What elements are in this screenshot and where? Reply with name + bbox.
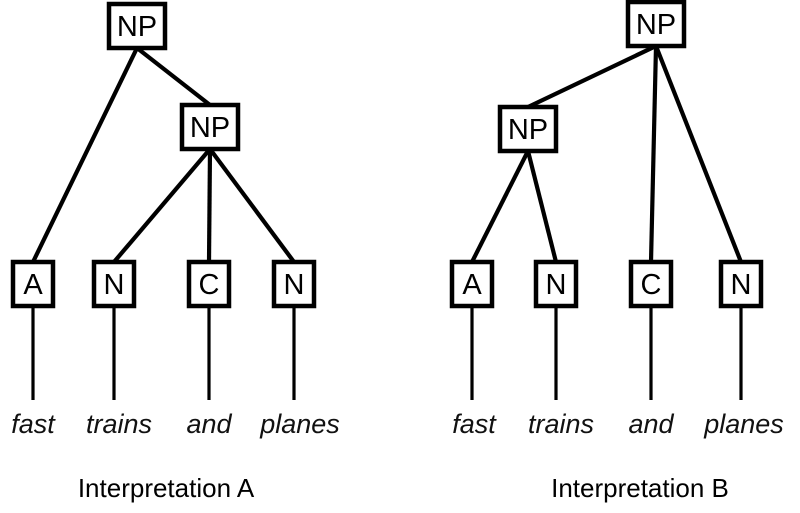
tree-node-a-np-inner[interactable]: NP xyxy=(179,102,241,152)
word-b-word-and: and xyxy=(628,409,674,439)
node-box-a-np-inner xyxy=(179,102,241,152)
node-box-b-np-inner xyxy=(497,104,559,154)
node-box-b-pos-n1 xyxy=(533,259,579,309)
tree-node-b-pos-a[interactable]: A xyxy=(449,259,495,309)
word-a-word-fast: fast xyxy=(11,409,56,439)
word-b-word-fast: fast xyxy=(452,409,497,439)
tree-edge-b-np-root-to-b-np-inner xyxy=(527,44,657,109)
caption-interpretation-a: Interpretation A xyxy=(78,473,255,503)
tree-edge-a-np-root-to-a-pos-a xyxy=(31,47,139,263)
node-label-b-np-root: NP xyxy=(636,9,676,41)
tree-node-b-pos-c[interactable]: C xyxy=(628,259,674,309)
node-label-b-pos-c: C xyxy=(641,269,662,301)
node-label-b-pos-a: A xyxy=(462,269,482,301)
node-label-a-pos-a: A xyxy=(23,269,43,301)
tree-edge-b-np-root-to-b-pos-c xyxy=(648,45,659,263)
word-a-word-and: and xyxy=(186,409,232,439)
node-label-a-pos-n2: N xyxy=(284,269,305,301)
tree-node-b-np-root[interactable]: NP xyxy=(625,0,687,49)
tree-node-b-pos-n1[interactable]: N xyxy=(533,259,579,309)
tree-edge-a-np-root-to-a-np-inner xyxy=(135,46,212,107)
word-a-word-trains: trains xyxy=(86,409,152,439)
node-box-a-pos-n1 xyxy=(91,259,137,309)
node-box-b-np-root xyxy=(625,0,687,49)
node-label-a-pos-n1: N xyxy=(104,269,125,301)
tree-edge-b-np-inner-to-b-pos-a xyxy=(470,150,530,263)
node-label-b-np-inner: NP xyxy=(508,114,548,146)
tree-node-a-pos-n2[interactable]: N xyxy=(271,259,317,309)
nodes-layer: NP NP A N C N NP NP A N C N xyxy=(10,0,764,309)
tree-node-b-pos-n2[interactable]: N xyxy=(718,259,764,309)
node-box-a-pos-n2 xyxy=(271,259,317,309)
node-box-b-pos-c xyxy=(628,259,674,309)
tree-edge-b-np-root-to-b-pos-n2 xyxy=(654,45,743,263)
edges-layer xyxy=(31,44,743,264)
stems-layer xyxy=(31,306,743,400)
node-box-a-pos-c xyxy=(186,259,232,309)
node-box-a-np-root xyxy=(106,1,168,51)
captions-layer: Interpretation A Interpretation B xyxy=(78,473,729,503)
tree-node-a-np-root[interactable]: NP xyxy=(106,1,168,51)
word-b-word-trains: trains xyxy=(528,409,594,439)
node-label-a-pos-c: C xyxy=(199,269,220,301)
node-box-a-pos-a xyxy=(10,259,56,309)
node-label-a-np-root: NP xyxy=(117,11,157,43)
tree-edge-b-np-inner-to-b-pos-n1 xyxy=(525,150,559,263)
word-b-word-planes: planes xyxy=(703,409,784,439)
node-box-b-pos-n2 xyxy=(718,259,764,309)
tree-node-a-pos-c[interactable]: C xyxy=(186,259,232,309)
tree-node-b-np-inner[interactable]: NP xyxy=(497,104,559,154)
node-label-b-pos-n2: N xyxy=(731,269,752,301)
tree-edge-a-np-inner-to-a-pos-n1 xyxy=(112,147,212,264)
tree-edge-a-np-inner-to-a-pos-c xyxy=(206,148,213,263)
node-box-b-pos-a xyxy=(449,259,495,309)
word-a-word-planes: planes xyxy=(259,409,340,439)
tree-node-a-pos-a[interactable]: A xyxy=(10,259,56,309)
tree-node-a-pos-n1[interactable]: N xyxy=(91,259,137,309)
caption-interpretation-b: Interpretation B xyxy=(551,473,729,503)
tree-edge-a-np-inner-to-a-pos-n2 xyxy=(208,147,296,264)
node-label-b-pos-n1: N xyxy=(546,269,567,301)
words-layer: fast trains and planes fast trains and planes xyxy=(11,409,784,439)
node-label-a-np-inner: NP xyxy=(190,112,230,144)
